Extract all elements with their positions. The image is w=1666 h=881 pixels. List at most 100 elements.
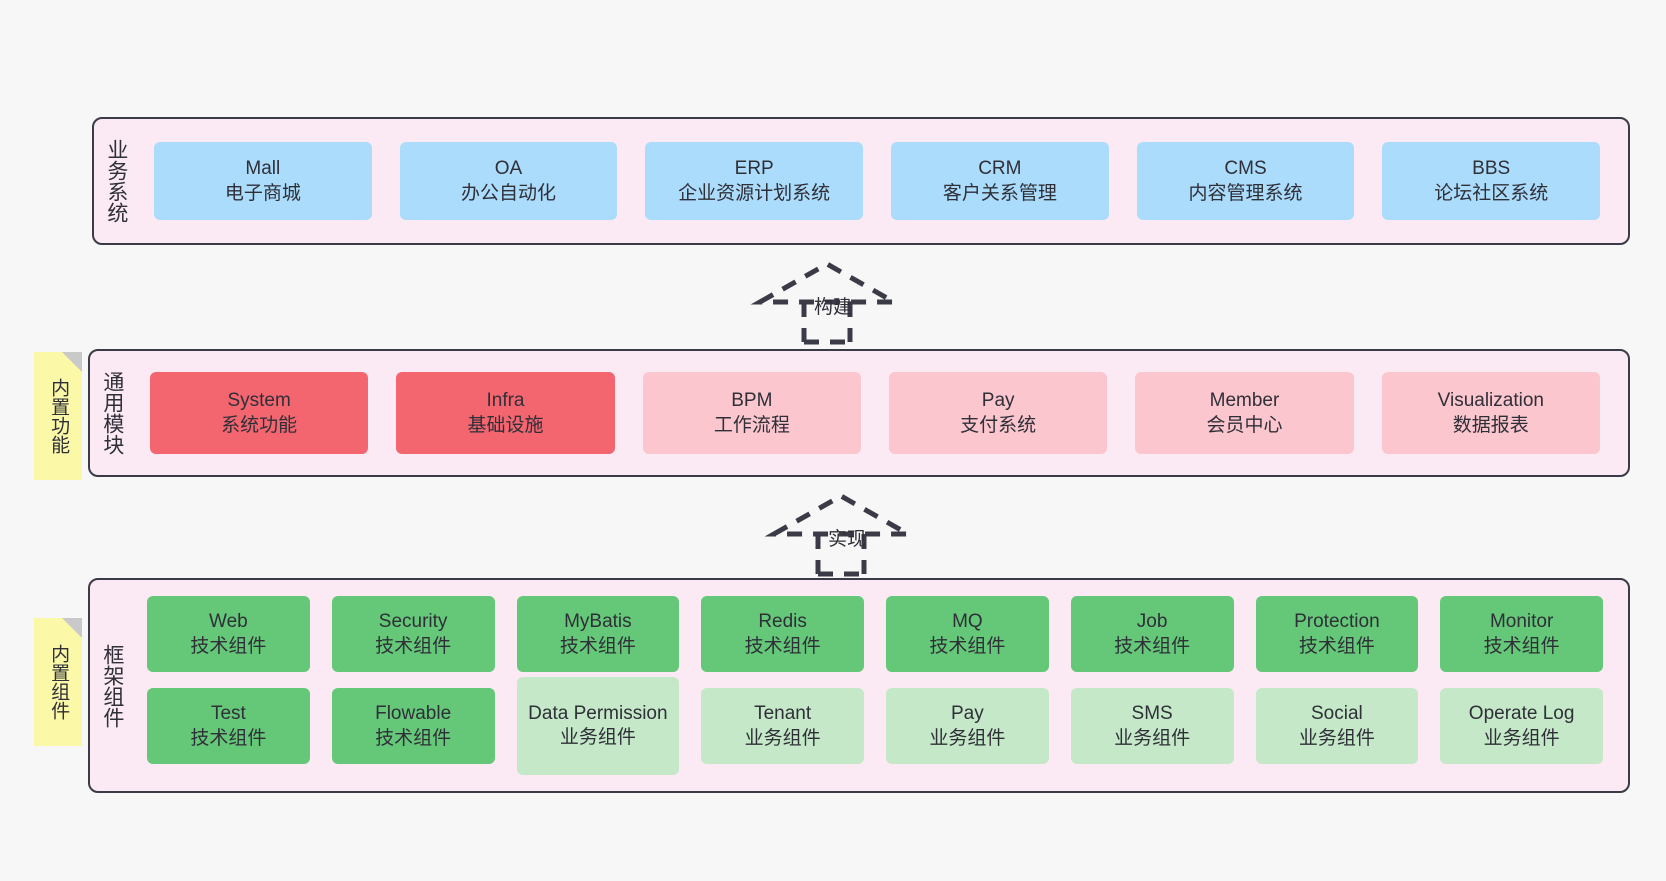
- node-title: Data Permission: [528, 703, 668, 725]
- node-title: Protection: [1294, 610, 1380, 632]
- node-subtitle: 办公自动化: [461, 183, 557, 204]
- node-erp[interactable]: ERP 企业资源计划系统: [645, 142, 864, 220]
- node-bpm[interactable]: BPM 工作流程: [642, 372, 861, 454]
- node-test[interactable]: Test 技术组件: [147, 688, 310, 764]
- layer-title-framework-components: 框架组件: [100, 643, 124, 728]
- node-subtitle: 技术组件: [559, 636, 636, 657]
- node-subtitle: 论坛社区系统: [1434, 183, 1549, 204]
- generalization-arrow-icon: [750, 261, 904, 345]
- folded-corner-icon: [62, 352, 82, 372]
- node-title: MyBatis: [564, 610, 632, 632]
- layer-title-business-system: 业务系统: [104, 139, 128, 223]
- node-subtitle: 技术组件: [1114, 636, 1191, 657]
- node-oa[interactable]: OA 办公自动化: [399, 142, 618, 220]
- layer-common-modules: 通用模块 System 系统功能 Infra 基础设施 BPM 工作流程 Pay…: [88, 349, 1630, 477]
- node-subtitle: 业务组件: [1483, 728, 1560, 749]
- node-visualization[interactable]: Visualization 数据报表: [1381, 372, 1600, 454]
- folded-corner-icon: [62, 618, 82, 638]
- node-crm[interactable]: CRM 客户关系管理: [891, 142, 1109, 220]
- node-mall[interactable]: Mall 电子商城: [154, 142, 372, 220]
- node-subtitle: 技术组件: [190, 728, 267, 749]
- node-mybatis[interactable]: MyBatis 技术组件: [516, 596, 680, 672]
- node-social[interactable]: Social 业务组件: [1255, 688, 1419, 764]
- node-row: System 系统功能 Infra 基础设施 BPM 工作流程 Pay 支付系统…: [136, 372, 1614, 454]
- node-security[interactable]: Security 技术组件: [331, 596, 495, 672]
- node-row: Mall 电子商城 OA 办公自动化 ERP 企业资源计划系统 CRM 客户关系…: [140, 142, 1614, 220]
- node-pay-component[interactable]: Pay 业务组件: [886, 688, 1049, 764]
- node-subtitle: 电子商城: [224, 183, 301, 204]
- node-subtitle: 支付系统: [960, 415, 1037, 436]
- node-sms[interactable]: SMS 业务组件: [1070, 688, 1234, 764]
- node-redis[interactable]: Redis 技术组件: [701, 596, 864, 672]
- node-title: Infra: [486, 389, 525, 411]
- node-title: CRM: [978, 157, 1022, 179]
- node-title: CMS: [1224, 157, 1267, 179]
- node-title: Redis: [758, 610, 807, 632]
- layer-title-common-modules: 通用模块: [100, 371, 124, 455]
- layer-framework-components: 框架组件 Web 技术组件 Security 技术组件 MyBatis 技术组件…: [88, 578, 1630, 793]
- node-title: Pay: [951, 702, 984, 724]
- node-monitor[interactable]: Monitor 技术组件: [1440, 596, 1603, 672]
- node-subtitle: 技术组件: [744, 636, 821, 657]
- node-title: Tenant: [754, 702, 812, 724]
- layer-body-framework-components: Web 技术组件 Security 技术组件 MyBatis 技术组件 Redi…: [134, 580, 1628, 791]
- node-title: MQ: [952, 610, 983, 632]
- node-subtitle: 技术组件: [929, 636, 1006, 657]
- node-operate-log[interactable]: Operate Log 业务组件: [1440, 688, 1603, 764]
- layer-body-common-modules: System 系统功能 Infra 基础设施 BPM 工作流程 Pay 支付系统…: [134, 351, 1628, 475]
- node-subtitle: 内容管理系统: [1188, 183, 1303, 204]
- connector-build: 构建: [750, 258, 906, 345]
- node-row: Test 技术组件 Flowable 技术组件 Data Permission …: [136, 677, 1614, 775]
- connector-implement: 实现: [764, 490, 920, 577]
- node-title: System: [227, 389, 291, 411]
- node-subtitle: 数据报表: [1452, 415, 1529, 436]
- node-data-permission[interactable]: Data Permission 业务组件: [516, 677, 680, 775]
- node-system[interactable]: System 系统功能: [150, 372, 369, 454]
- node-subtitle: 基础设施: [467, 415, 544, 436]
- node-protection[interactable]: Protection 技术组件: [1255, 596, 1419, 672]
- node-title: Member: [1209, 389, 1280, 411]
- node-subtitle: 业务组件: [559, 727, 636, 748]
- node-title: Visualization: [1437, 389, 1544, 411]
- node-title: Social: [1311, 702, 1363, 724]
- connector-label-build: 构建: [814, 297, 853, 318]
- node-web[interactable]: Web 技术组件: [147, 596, 310, 672]
- sticky-note-builtin-component: 内置组件: [34, 618, 82, 746]
- node-title: OA: [494, 157, 523, 179]
- node-cms[interactable]: CMS 内容管理系统: [1136, 142, 1355, 220]
- sticky-note-builtin-function: 内置功能: [34, 352, 82, 480]
- node-subtitle: 工作流程: [713, 415, 790, 436]
- node-subtitle: 技术组件: [1483, 636, 1560, 657]
- node-member[interactable]: Member 会员中心: [1135, 372, 1354, 454]
- node-subtitle: 技术组件: [1298, 636, 1375, 657]
- node-subtitle: 业务组件: [744, 728, 821, 749]
- node-tenant[interactable]: Tenant 业务组件: [701, 688, 864, 764]
- node-subtitle: 技术组件: [375, 636, 452, 657]
- node-subtitle: 会员中心: [1206, 415, 1283, 436]
- node-subtitle: 技术组件: [375, 728, 452, 749]
- node-subtitle: 业务组件: [929, 728, 1006, 749]
- node-title: BBS: [1472, 157, 1511, 179]
- layer-business-system: 业务系统 Mall 电子商城 OA 办公自动化 ERP 企业资源计划系统 CRM…: [92, 117, 1630, 245]
- layer-body-business-system: Mall 电子商城 OA 办公自动化 ERP 企业资源计划系统 CRM 客户关系…: [138, 119, 1628, 243]
- node-subtitle: 业务组件: [1298, 728, 1375, 749]
- node-infra[interactable]: Infra 基础设施: [396, 372, 615, 454]
- node-subtitle: 系统功能: [221, 415, 298, 436]
- node-job[interactable]: Job 技术组件: [1070, 596, 1234, 672]
- node-bbs[interactable]: BBS 论坛社区系统: [1382, 142, 1601, 220]
- node-subtitle: 企业资源计划系统: [678, 183, 831, 204]
- connector-label-implement: 实现: [828, 529, 867, 550]
- node-title: Mall: [245, 157, 281, 179]
- node-title: BPM: [731, 389, 773, 411]
- node-flowable[interactable]: Flowable 技术组件: [331, 688, 495, 764]
- node-subtitle: 业务组件: [1114, 728, 1191, 749]
- node-title: Web: [209, 610, 248, 632]
- node-mq[interactable]: MQ 技术组件: [886, 596, 1049, 672]
- node-title: Test: [210, 702, 246, 724]
- node-title: Job: [1136, 610, 1168, 632]
- node-row: Web 技术组件 Security 技术组件 MyBatis 技术组件 Redi…: [136, 596, 1614, 672]
- node-subtitle: 技术组件: [190, 636, 267, 657]
- generalization-arrow-icon: [764, 493, 918, 577]
- node-pay-module[interactable]: Pay 支付系统: [888, 372, 1108, 454]
